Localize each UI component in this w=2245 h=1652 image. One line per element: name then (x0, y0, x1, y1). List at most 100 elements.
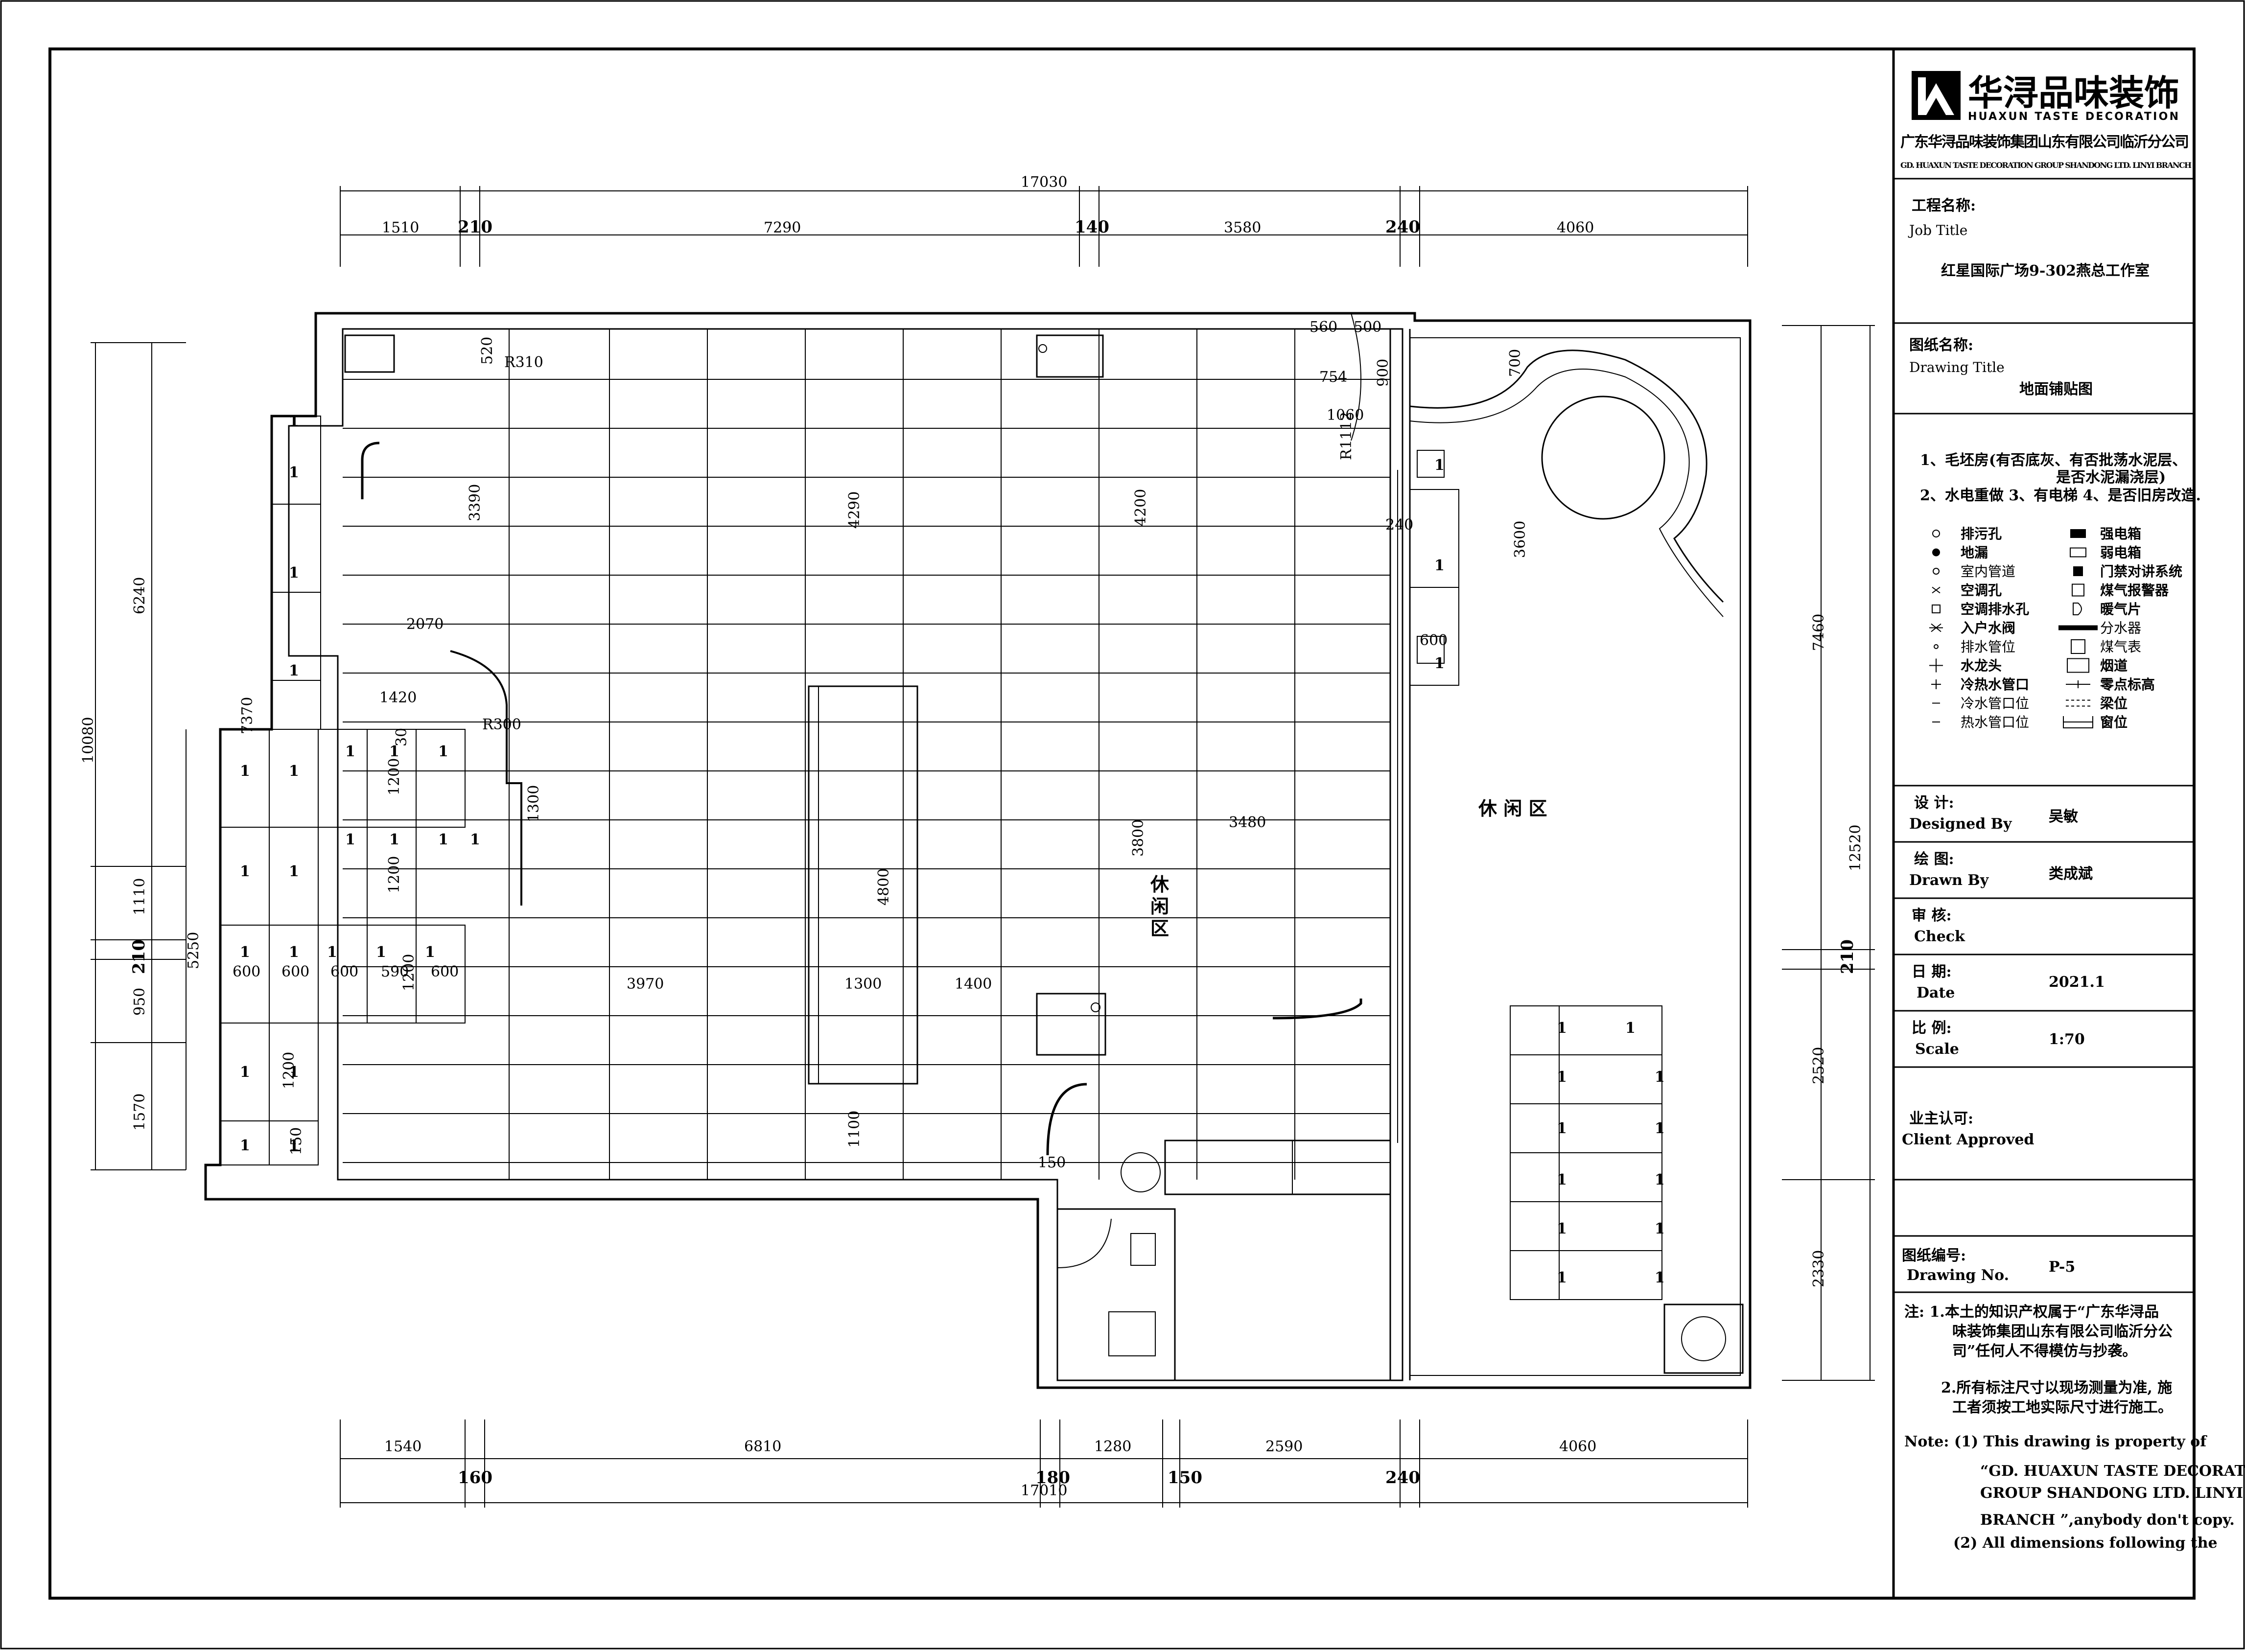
dim-interior: 4290 (846, 491, 863, 529)
company-logo: 华浔品味装饰 HUAXUN TASTE DECORATION (1912, 71, 2179, 123)
tile-number: 1 (1434, 557, 1445, 574)
dim-left-inner: 5250 (185, 932, 202, 969)
tile-number: 1 (1557, 1020, 1567, 1037)
dim-bottom-segment: 4060 (1559, 1438, 1596, 1455)
dim-interior: 3390 (467, 484, 484, 521)
tile-number: 1 (240, 1137, 250, 1154)
drawn-label-cn: 绘 图: (1914, 851, 1954, 868)
dim-interior: 560 (1310, 319, 1337, 336)
dim-left-segment: 1110 (131, 878, 148, 915)
tile-number: 1 (1557, 1269, 1567, 1286)
dim-interior: 1200 (281, 1052, 298, 1089)
legend-label: 空调孔 (1961, 582, 2002, 599)
dim-right-segment: 2330 (1810, 1250, 1827, 1287)
tile-number: 1 (1434, 457, 1445, 474)
gas-meter-icon (2071, 639, 2085, 654)
ac-hole-icon (1932, 586, 1941, 594)
right-tile (1559, 1005, 1662, 1055)
left-tile (416, 729, 466, 828)
exterior-wall (204, 312, 1752, 1389)
date-label-en: Date (1917, 984, 1955, 1001)
scale-value: 1:70 (2049, 1031, 2085, 1048)
dim-interior: 1420 (379, 689, 417, 706)
dim-right-segment: 210 (1838, 939, 1857, 974)
circle-open-icon (1932, 530, 1940, 537)
gas-alarm-icon (2072, 583, 2084, 597)
dim-interior: 3480 (1229, 814, 1266, 831)
dim-interior: 150 (288, 1127, 305, 1155)
tile-number: 1 (289, 863, 299, 880)
check-label-en: Check (1914, 928, 1965, 945)
tile-number: 1 (389, 743, 399, 760)
right-tile (1559, 1250, 1662, 1300)
designed-label-en: Designed By (1909, 815, 2012, 833)
manifold-icon (2058, 625, 2098, 630)
tile-number: 1 (1655, 1171, 1665, 1188)
job-title-label-cn: 工程名称: (1912, 197, 1976, 214)
tile-number: 1 (376, 944, 386, 961)
legend-label: 水龙头 (1961, 658, 2002, 674)
notes-line3: 2、水电重做 3、有电梯 4、是否旧房改造. (1920, 487, 2201, 504)
round-table (1541, 396, 1665, 520)
square-dot-icon (1932, 605, 1941, 613)
left-tile (269, 1120, 319, 1165)
left-tile (318, 729, 368, 828)
notes-line1: 1、毛坯房(有否底灰、有否批荡水泥层、 (1920, 452, 2187, 469)
dim-top-segment: 240 (1385, 217, 1420, 237)
right-tile (1510, 1103, 1560, 1153)
curved-wall-4 (1046, 1083, 1087, 1156)
dim-interior: 900 (1375, 359, 1392, 387)
curved-wall-3 (1272, 999, 1362, 1020)
floor-drain (1130, 1233, 1156, 1266)
dim-interior: 1060 (1327, 407, 1364, 424)
dim-right-total: 12520 (1847, 825, 1864, 871)
legend-label: 零点标高 (2100, 676, 2155, 693)
client-label-en: Client Approved (1902, 1131, 2034, 1148)
dim-interior: 30 (393, 728, 410, 746)
legend-label: 强电箱 (2100, 526, 2141, 542)
tile-number: 1 (289, 564, 299, 582)
room-label-lounge-center-2: 闲 (1150, 895, 1169, 917)
right-tile (1510, 1201, 1560, 1251)
curved-wall-1 (361, 442, 380, 499)
legend-label: 分水器 (2100, 620, 2141, 636)
tile-number: 1 (470, 831, 480, 848)
legend-label: 热水管口位 (1961, 714, 2029, 730)
dim-interior: 3800 (1130, 819, 1147, 857)
dim-interior: 600 (233, 963, 260, 980)
note-cn-5: 工者须按工地实际尺寸进行施工。 (1952, 1399, 2173, 1416)
drawn-label-en: Drawn By (1909, 872, 1989, 889)
dim-interior: 3970 (627, 976, 664, 993)
zero-mark-icon (2066, 680, 2090, 688)
dim-bottom-segment: 180 (1035, 1468, 1070, 1488)
dim-interior: R310 (504, 354, 543, 371)
logo-text: 华浔品味装饰 (1968, 72, 2179, 114)
tile-number: 1 (1655, 1269, 1665, 1286)
dim-top-segment: 210 (458, 217, 492, 237)
drawing-title-label-en: Drawing Title (1909, 359, 2005, 375)
designed-label-cn: 设 计: (1914, 794, 1954, 812)
right-tile-block (1510, 1005, 1662, 1300)
dim-interior: 600 (431, 963, 459, 980)
legend-label: 煤气报警器 (2100, 582, 2169, 599)
notes-line2: 是否水泥漏浇层) (2056, 469, 2166, 486)
dim-left-segment: 210 (129, 939, 149, 974)
left-tile (367, 827, 417, 926)
dim-left-inner: 7370 (239, 697, 256, 734)
tile-number: 1 (1655, 1220, 1665, 1237)
dim-interior: 1300 (525, 785, 542, 822)
hot-cold-icon (1931, 679, 1941, 689)
left-tile (271, 680, 321, 730)
dim-bottom-segment: 160 (458, 1468, 492, 1488)
beam-icon (2066, 699, 2090, 707)
plus-icon (1929, 658, 1943, 673)
curved-wall-2 (450, 650, 522, 906)
legend-label: 窗位 (2100, 714, 2128, 730)
intercom-icon (2073, 566, 2083, 576)
tile-number: 1 (327, 944, 337, 961)
legend-label: 空调排水孔 (1961, 601, 2029, 617)
